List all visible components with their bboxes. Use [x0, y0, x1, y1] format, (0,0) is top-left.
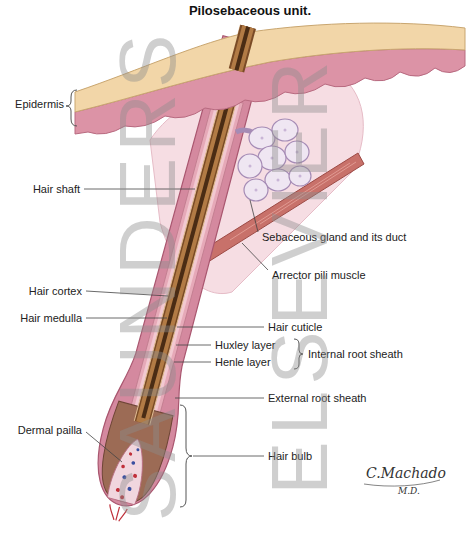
part-label: Hair shaft: [33, 182, 80, 196]
gland-lobule: [238, 154, 262, 178]
leader-line: [193, 456, 264, 457]
watermark-text: SAUNDERS: [108, 29, 188, 522]
hair-cortex: [231, 25, 254, 72]
hair-shaft-emerging: [229, 25, 256, 73]
gland-cell: [249, 165, 252, 168]
part-label: Hair cortex: [29, 284, 82, 298]
leader-line: [177, 327, 264, 328]
diagram-title: Pilosebaceous unit.: [189, 3, 311, 19]
leader-line: [175, 398, 264, 399]
hair-medulla: [235, 26, 251, 71]
watermark-text: ELSEVIER: [260, 55, 340, 494]
epidermis-bracket: [66, 90, 77, 126]
signature-text: C.Machado: [366, 465, 446, 482]
part-label: Epidermis: [15, 97, 64, 111]
signature-text: M.D.: [398, 485, 420, 497]
leader-line: [250, 200, 258, 232]
gland-cell: [255, 189, 258, 192]
hair-shaft: [229, 25, 256, 73]
part-label: Dermal pailla: [18, 423, 82, 437]
part-label: Hair medulla: [20, 311, 82, 325]
